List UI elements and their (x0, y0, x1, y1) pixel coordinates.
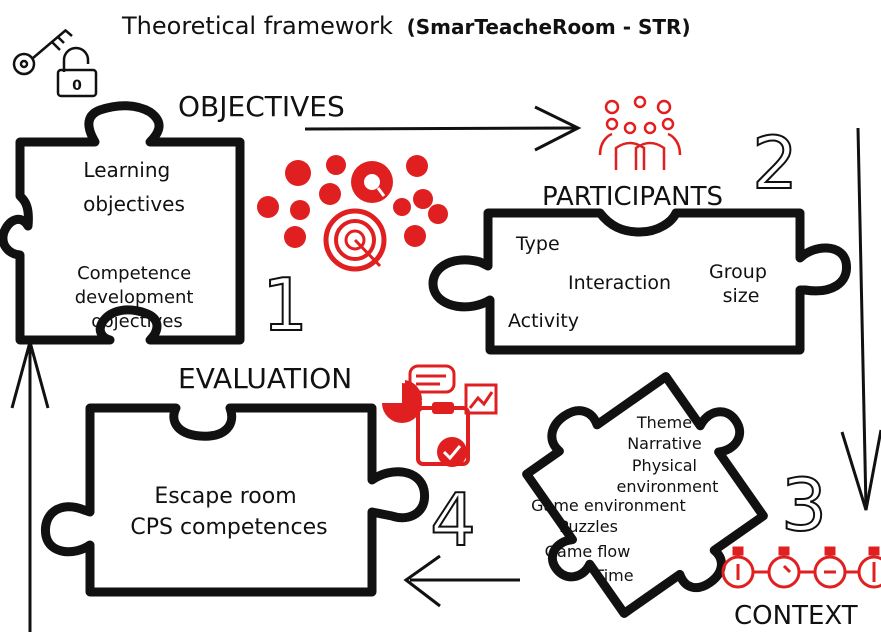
objectives-heading: OBJECTIVES (178, 90, 345, 123)
number-4: 4 (430, 478, 476, 562)
obj-line5: objectives (91, 311, 183, 332)
context-time: Time (593, 566, 633, 585)
svg-text:Learning objectives: Learning objectives (83, 158, 185, 216)
puzzle-evaluation (40, 403, 430, 597)
svg-text:0: 0 (72, 78, 82, 94)
svg-text:Type Interaction Activ: Type Interaction Activity (508, 233, 677, 332)
participants-heading: PARTICIPANTS (542, 182, 723, 212)
arrow-down (856, 127, 868, 509)
context-physical: Physical (632, 456, 697, 475)
participants-activity: Activity (508, 310, 579, 332)
team-gears-icon (598, 95, 682, 170)
title-main: Theoretical framework (121, 12, 393, 40)
context-puzzles: Puzzles (559, 517, 618, 536)
evaluation-line1: Escape room (154, 484, 296, 509)
number-3: 3 (781, 463, 827, 547)
arrow-right (304, 126, 576, 131)
evaluation-heading: EVALUATION (178, 362, 352, 395)
ideas-target-icon-cluster (257, 155, 448, 272)
obj-line2: objectives (83, 192, 185, 216)
svg-text:Competence development: Competence development objectives (75, 263, 199, 332)
context-game-environment: Game environment (531, 496, 686, 515)
puzzle-context (522, 372, 768, 618)
obj-line3: Competence (77, 263, 191, 284)
number-1: 1 (262, 263, 308, 347)
number-2: 2 (752, 121, 798, 205)
svg-text:Theoretical framework (Sma: Theoretical framework (SmarTeacheRoom - … (121, 12, 691, 40)
context-theme: Theme (636, 413, 692, 432)
evaluation-line2: CPS competences (130, 515, 327, 540)
title-bold: (SmarTeacheRoom - STR) (407, 15, 691, 39)
participants-group-2: size (723, 285, 760, 307)
participants-group-1: Group (709, 261, 767, 283)
obj-line1: Learning (83, 158, 170, 182)
context-environment: environment (617, 477, 719, 496)
svg-text:Group size: Group size (709, 261, 773, 307)
participants-interaction: Interaction (568, 272, 671, 294)
context-heading: CONTEXT (734, 601, 858, 631)
context-narrative: Narrative (627, 434, 701, 453)
timer-icons (721, 546, 881, 589)
svg-text:Theme Narrative Physic: Theme Narrative Physical environment Gam… (531, 413, 723, 585)
puzzle-objectives (0, 101, 245, 345)
padlock-icon: 0 (56, 46, 98, 98)
svg-text:Escape room CPS competence: Escape room CPS competences (130, 484, 327, 540)
obj-line4: development (75, 287, 194, 308)
evaluation-icons (382, 364, 498, 467)
context-game-flow: Game flow (545, 542, 631, 561)
participants-type: Type (515, 233, 560, 255)
key-icon (12, 29, 73, 76)
puzzle-participants (428, 208, 851, 355)
